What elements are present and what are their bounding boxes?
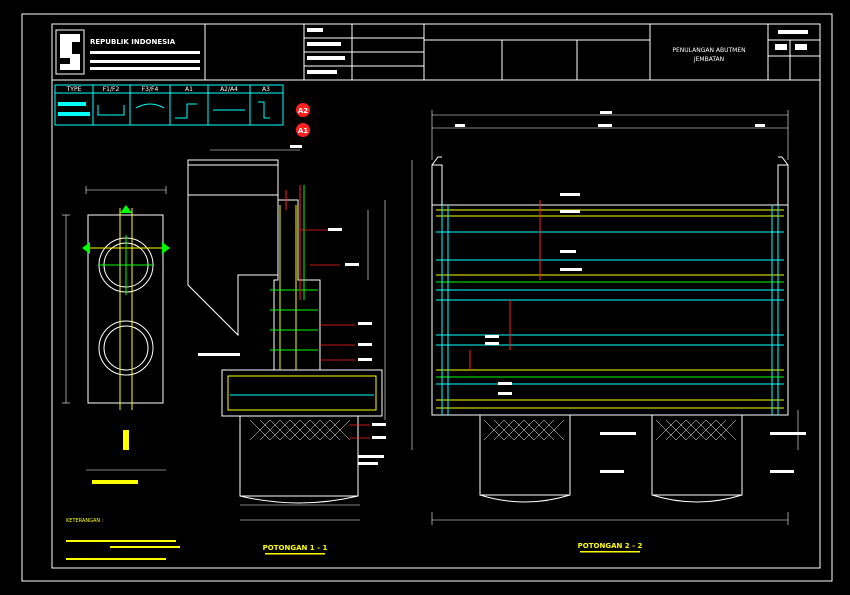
pile-hatch-1 [249,419,351,441]
section-1-title: POTONGAN 1 - 1 [263,544,328,552]
outer-frame [21,13,833,582]
legend-table [54,84,284,126]
legend-type-swatches [58,102,90,116]
section-1-label-bars [198,145,386,465]
plan-section-markers [82,205,170,450]
section-2-title: POTONGAN 2 - 2 [578,542,643,550]
legend-header-a1: A1 [185,86,193,93]
legend-headers: TYPE F1/F2 F3/F4 A1 A2/A4 A3 [66,86,271,93]
plan-view-dims [62,186,167,471]
legend-header-f1f2: F1/F2 [103,86,120,93]
section-1-title-underline [265,553,325,555]
legend-header-type: TYPE [66,86,82,93]
svg-text:A1: A1 [298,127,308,135]
org-line-3 [90,67,200,70]
legend-header-a3: A3 [262,86,270,93]
drawing-title-line1: PENULANGAN ABUTMEN [672,47,745,54]
notes-heading: KETERANGAN : [66,518,104,524]
drawing-title-line2: JEMBATAN [693,56,724,63]
abutment-section-2-rebar [436,200,784,415]
org-name: REPUBLIK INDONESIA [90,38,176,46]
abutment-section-1-rebar [227,185,377,411]
abutment-section-2 [431,156,789,503]
plan-title-bar [92,480,138,484]
svg-text:A2: A2 [298,107,308,115]
callout-marker-a1: A1 [296,123,310,137]
section-2-label-bars [455,111,806,473]
inner-frame [51,23,821,569]
org-line-2 [90,60,200,63]
notes-lines [66,540,180,560]
title-block [52,24,820,81]
org-line-1 [90,51,200,54]
section-2-title-underline [580,551,640,553]
callout-marker-a2: A2 [296,103,310,117]
section-1-leaders [300,229,370,439]
garuda-logo [55,29,85,75]
title-block-text-bars [307,28,808,74]
pile-hatch-2 [483,419,737,441]
abutment-section-1 [187,159,383,504]
legend-header-f3f4: F3/F4 [142,86,159,93]
legend-header-a2a4: A2/A4 [220,86,238,93]
plan-view [87,208,164,410]
section-2-dims [411,110,799,525]
section-1-dims [210,149,386,521]
